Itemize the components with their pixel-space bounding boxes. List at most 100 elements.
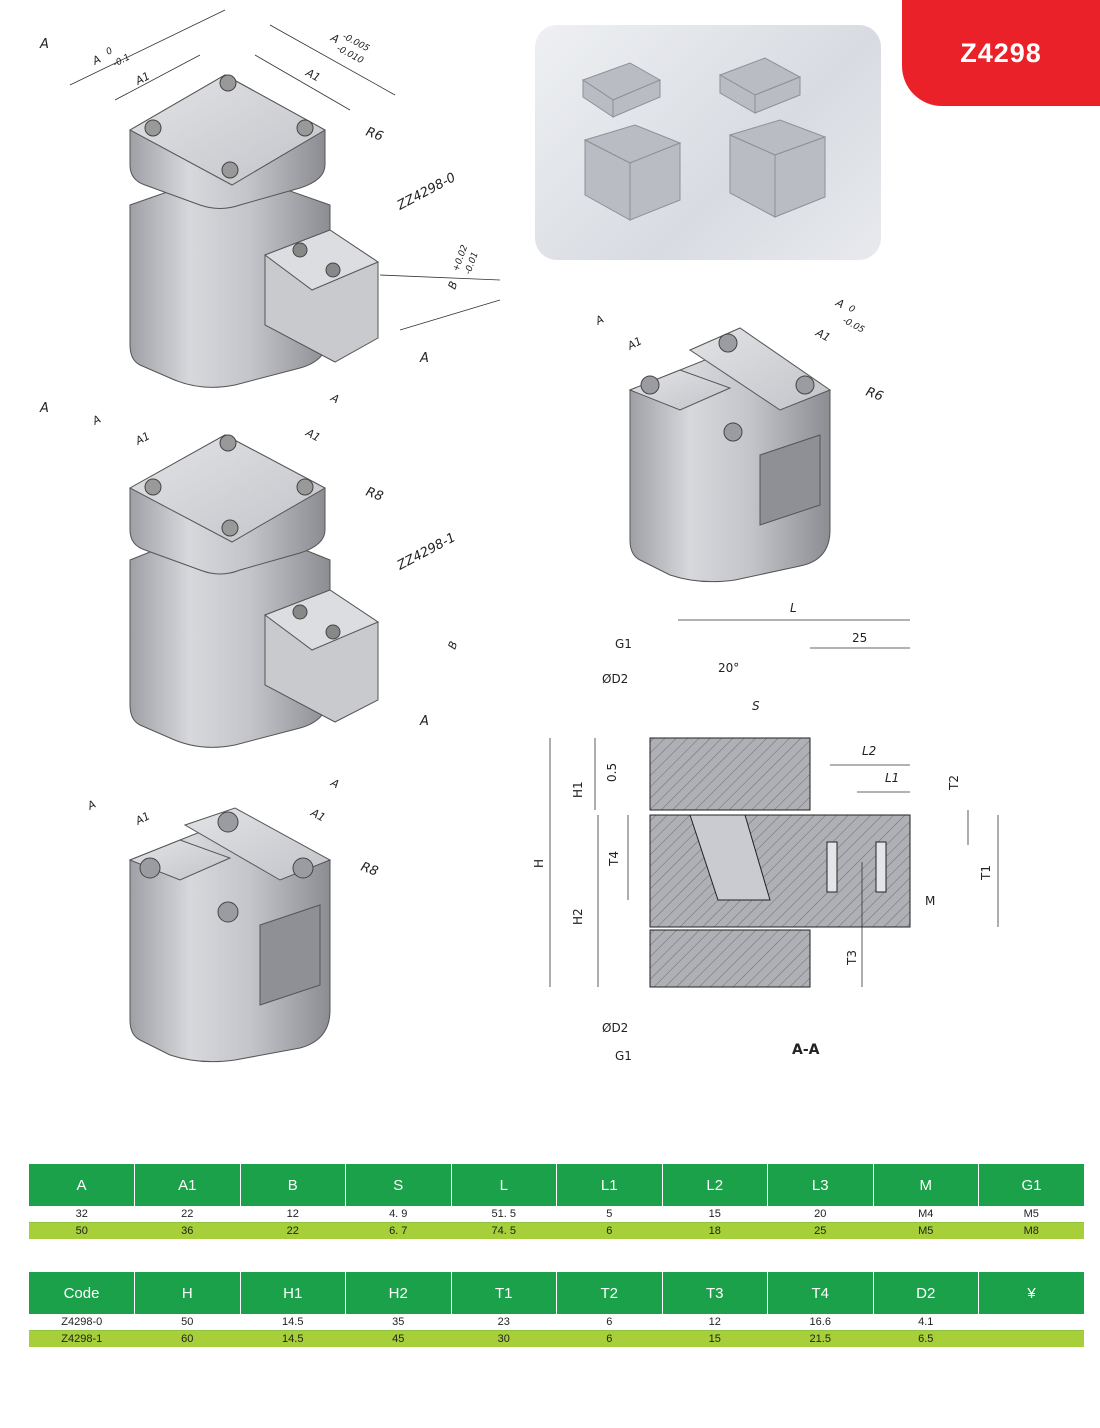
table-header-cell: Code (29, 1272, 135, 1314)
lower-block-left-drawing: A A1 A1 A R8 (84, 776, 380, 1063)
dim-a1-right-label: A1 (303, 66, 323, 85)
sec-angle-label: 20° (718, 661, 739, 675)
table-header-cell: L1 (556, 1164, 663, 1206)
table-header-cell: ¥ (978, 1272, 1084, 1314)
lower-right-dim-a-right: A (833, 296, 847, 311)
table-cell: 15 (662, 1330, 768, 1347)
product-photo-illustration (581, 57, 827, 221)
technical-drawing: A 0 -0.1 A1 A1 A -0.005 -0.010 R6 ZZ4298… (39, 9, 999, 1063)
table-cell: 51. 5 (451, 1206, 557, 1223)
table-cell: 4. 9 (345, 1206, 451, 1223)
spec-table-codes: Code H H1 H2 T1 T2 T3 T4 D2 ¥ Z4298-0 50… (29, 1272, 1084, 1347)
table-cell: 50 (134, 1314, 240, 1331)
table-header-cell: H2 (345, 1272, 452, 1314)
table-header-cell: H1 (240, 1272, 346, 1314)
lower-right-r6: R6 (864, 385, 885, 405)
r8-label: R8 (364, 485, 385, 505)
table-cell: M5 (978, 1206, 1084, 1223)
sec-t1-label: T1 (979, 865, 993, 881)
table-row: Z4298-0 50 14.5 35 23 6 12 16.6 4.1 (29, 1314, 1084, 1331)
table-header-cell: G1 (978, 1164, 1084, 1206)
table-cell: 32 (29, 1206, 135, 1223)
table-cell (978, 1314, 1084, 1331)
table-cell: 6 (556, 1222, 662, 1239)
sec-s-label: S (752, 699, 760, 713)
table-header-cell: B (240, 1164, 346, 1206)
lower-block-right-drawing: A A1 A1 A 0 -0.05 R6 (592, 296, 885, 583)
table-row: 32 22 12 4. 9 51. 5 5 15 20 M4 M5 (29, 1206, 1084, 1223)
table-cell: 12 (662, 1314, 768, 1331)
table-cell: M4 (873, 1206, 979, 1223)
dim-a-right-label: A (328, 391, 342, 406)
sec-t2-label: T2 (947, 775, 961, 791)
dim-a1-left-label: A1 (132, 429, 152, 448)
table-cell: 45 (345, 1330, 451, 1347)
table-cell: 22 (134, 1206, 240, 1223)
section-arrow-a-bottom: A (419, 714, 429, 729)
table-header-cell: T3 (662, 1272, 768, 1314)
table-cell: 6.5 (873, 1330, 979, 1347)
table-cell (978, 1330, 1084, 1347)
lower-left-dim-a: A (84, 798, 98, 813)
lower-right-dim-a1: A1 (624, 334, 644, 353)
sec-g1-label-bottom: G1 (615, 1049, 632, 1063)
table-cell: 6 (556, 1330, 662, 1347)
table-header-cell: T4 (767, 1272, 874, 1314)
table-header-cell: L3 (767, 1164, 874, 1206)
sec-g1-label-top: G1 (615, 637, 632, 651)
section-arrow-a-top: A (39, 37, 49, 52)
section-arrow-a-top: A (39, 401, 49, 416)
table-cell: 6. 7 (345, 1222, 451, 1239)
table-cell: 14.5 (240, 1314, 346, 1331)
dim-a-top-label: A (89, 53, 103, 68)
table-header-cell: L (451, 1164, 557, 1206)
table-header-cell: D2 (873, 1272, 979, 1314)
table-cell: 25 (767, 1222, 873, 1239)
r6-label: R6 (364, 125, 385, 145)
sec-h1-label: H1 (571, 781, 585, 798)
sec-l2-label: L2 (862, 744, 876, 758)
table-cell: 16.6 (767, 1314, 873, 1331)
table-cell: 50 (29, 1222, 135, 1239)
sec-h-label: H (532, 859, 546, 868)
lower-left-dim-a1-right: A1 (308, 806, 328, 825)
dim-a1-right-label: A1 (303, 426, 323, 445)
table-row: 50 36 22 6. 7 74. 5 6 18 25 M5 M8 (29, 1222, 1084, 1239)
sec-d2-label-top: ØD2 (602, 672, 628, 686)
table-row: Z4298-1 60 14.5 45 30 6 15 21.5 6.5 (29, 1330, 1084, 1347)
section-title: A-A (792, 1042, 820, 1058)
sec-t3-label: T3 (845, 950, 859, 966)
table-cell: 20 (767, 1206, 873, 1223)
table-cell: 30 (451, 1330, 557, 1347)
sec-d2-label-bottom: ØD2 (602, 1021, 628, 1035)
table-header-row: A A1 B S L L1 L2 L3 M G1 (29, 1164, 1084, 1206)
sec-05-label: 0.5 (605, 763, 619, 782)
table-cell: Z4298-0 (29, 1314, 135, 1331)
sec-h2-label: H2 (571, 908, 585, 925)
table-cell: M8 (978, 1222, 1084, 1239)
section-a-a-drawing: L 25 G1 ØD2 20° S H H1 0.5 T4 H2 L2 L1 T… (532, 601, 999, 1063)
table-cell: 18 (662, 1222, 768, 1239)
table-cell: 14.5 (240, 1330, 346, 1347)
dim-a-top-tol-lo: -0.1 (112, 53, 132, 70)
table-cell: Z4298-1 (29, 1330, 135, 1347)
table-header-row: Code H H1 H2 T1 T2 T3 T4 D2 ¥ (29, 1272, 1084, 1314)
table-header-cell: H (134, 1272, 241, 1314)
table-header-cell: L2 (662, 1164, 768, 1206)
sec-l-label: L (790, 601, 797, 615)
part1-code-label: ZZ4298-1 (394, 530, 458, 574)
table-header-cell: T1 (451, 1272, 557, 1314)
table-cell: M5 (873, 1222, 979, 1239)
dim-a1-left-label: A1 (132, 69, 152, 88)
lower-right-dim-a: A (592, 313, 606, 328)
part-zz4298-0-drawing: A 0 -0.1 A1 A1 A -0.005 -0.010 R6 ZZ4298… (39, 9, 501, 388)
table-cell: 6 (556, 1314, 662, 1331)
table-header-cell: M (873, 1164, 979, 1206)
table-header-cell: T2 (556, 1272, 663, 1314)
lower-right-tol-lo: -0.05 (841, 316, 866, 336)
dim-b-label: B (446, 279, 461, 291)
table-cell: 23 (451, 1314, 557, 1331)
table-cell: 35 (345, 1314, 451, 1331)
product-code-badge: Z4298 (902, 0, 1100, 106)
table-cell: 60 (134, 1330, 240, 1347)
